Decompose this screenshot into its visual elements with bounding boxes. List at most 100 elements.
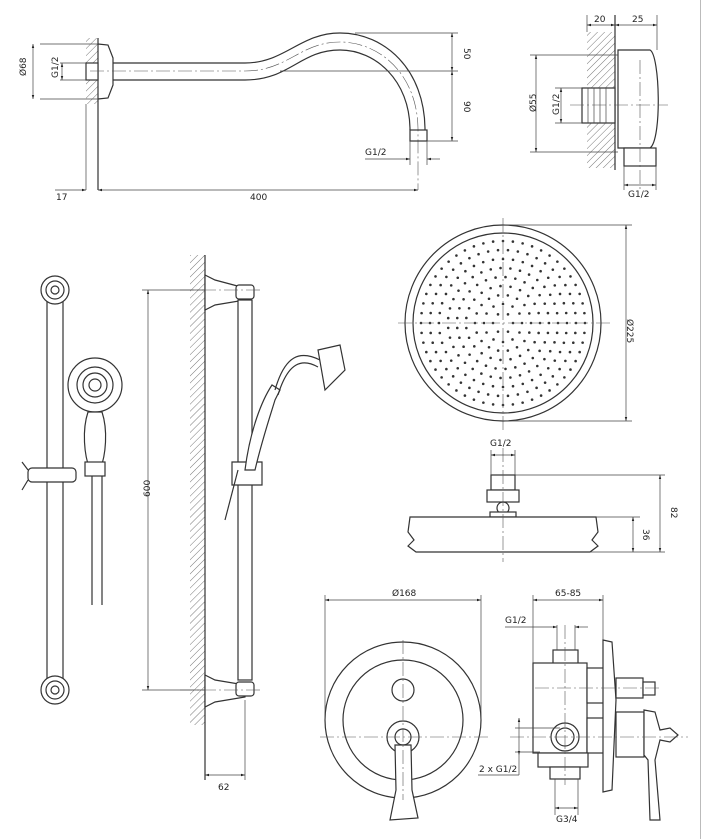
nozzle-dot: [516, 250, 520, 253]
arm-rise-label: 50: [461, 48, 471, 60]
arm-wall-thread-label: G1/2: [51, 57, 61, 78]
nozzle-dot: [491, 403, 495, 406]
nozzle-dot: [462, 297, 465, 301]
mixer-top-thread-label: G1/2: [505, 616, 526, 626]
nozzle-dot: [468, 290, 471, 293]
nozzle-dot: [472, 298, 476, 301]
nozzle-dot: [535, 256, 538, 260]
nozzle-dot: [440, 376, 443, 379]
nozzle-dot: [463, 281, 467, 285]
nozzle-dot: [526, 390, 529, 394]
nozzle-dot: [526, 252, 529, 256]
nozzle-dot: [581, 302, 584, 305]
nozzle-dot: [518, 354, 522, 358]
nozzle-dot: [444, 350, 448, 354]
nozzle-dot: [434, 368, 437, 371]
nozzle-dot: [438, 331, 442, 335]
nozzle-dot: [509, 357, 512, 361]
nozzle-dot: [531, 286, 535, 290]
nozzle-dot: [523, 303, 526, 307]
nozzle-dot: [509, 267, 512, 270]
nozzle-dot: [456, 276, 460, 280]
arm-outlet-thread-label: G1/2: [365, 148, 386, 158]
nozzle-dot: [484, 364, 488, 368]
nozzle-dot: [451, 375, 455, 378]
elbow-body-depth-label: 25: [632, 15, 643, 25]
nozzle-dot: [499, 358, 502, 362]
nozzle-dot: [481, 260, 485, 264]
nozzle-dot: [564, 331, 568, 335]
nozzle-dot: [568, 292, 572, 296]
nozzle-dot: [569, 368, 572, 371]
nozzle-dot: [449, 284, 453, 287]
nozzle-dot: [558, 367, 561, 371]
nozzle-dot: [468, 386, 471, 390]
nozzle-dot: [523, 339, 526, 343]
mixer-side-threads-label: 2 x G1/2: [479, 765, 517, 775]
nozzle-dot: [492, 338, 495, 341]
nozzle-dot: [530, 264, 534, 268]
mixer-install-depth-label: 65-85: [555, 589, 581, 599]
mixer-bottom-thread-label: G3/4: [556, 815, 578, 825]
nozzle-dot: [518, 312, 521, 315]
nozzle-dot: [440, 267, 443, 270]
nozzle-dot: [551, 375, 555, 378]
nozzle-dot: [562, 301, 566, 305]
rail-projection-label: 62: [218, 783, 229, 793]
nozzle-dot: [431, 341, 435, 344]
nozzle-dot: [539, 394, 543, 397]
nozzle-dot: [521, 401, 524, 404]
nozzle-dot: [482, 242, 485, 245]
nozzle-dot: [553, 359, 557, 362]
nozzle-dot: [551, 268, 555, 271]
nozzle-dot: [480, 303, 483, 307]
nozzle-dot: [420, 311, 423, 315]
nozzle-dot: [543, 381, 547, 384]
nozzle-dot: [489, 286, 492, 290]
nozzle-dot: [496, 294, 500, 297]
nozzle-dot: [543, 262, 547, 265]
nozzle-dot: [530, 245, 534, 248]
arm-drop-label: 90: [461, 101, 471, 113]
nozzle-dot: [518, 374, 522, 377]
nozzle-dot: [511, 305, 514, 308]
nozzle-dot: [462, 345, 465, 349]
nozzle-dot: [464, 269, 467, 273]
nozzle-dot: [543, 341, 547, 344]
nozzle-dot: [429, 283, 432, 287]
nozzle-dot: [447, 260, 450, 263]
nozzle-dot: [574, 283, 577, 287]
nozzle-dot: [548, 254, 551, 257]
nozzle-dot: [509, 376, 512, 379]
nozzle-dot: [528, 312, 531, 315]
nozzle-dot: [548, 349, 552, 353]
nozzle-dot: [422, 341, 425, 344]
nozzle-dot: [568, 350, 572, 354]
nozzle-dot: [484, 278, 488, 282]
nozzle-dot: [458, 336, 461, 339]
nozzle-dot: [533, 340, 536, 344]
nozzle-dots: [419, 239, 587, 407]
nozzle-dot: [467, 306, 471, 310]
nozzle-dot: [538, 349, 541, 353]
nozzle-dot: [420, 331, 423, 335]
nozzle-dot: [514, 366, 517, 369]
nozzle-dot: [472, 345, 476, 348]
nozzle-dot: [530, 398, 534, 401]
nozzle-dot: [491, 240, 495, 243]
elbow-diameter-label: Ø55: [528, 93, 539, 112]
nozzle-dot: [511, 240, 515, 243]
nozzle-dot: [528, 331, 531, 334]
nozzle-dot: [489, 356, 492, 360]
nozzle-dot: [471, 275, 475, 279]
nozzle-dot: [546, 366, 550, 370]
nozzle-dot: [496, 330, 500, 333]
nozzle-dot: [499, 284, 502, 288]
nozzle-dot: [504, 275, 507, 279]
nozzle-dot: [521, 382, 525, 386]
nozzle-dot: [556, 260, 559, 263]
nozzle-dot: [440, 301, 444, 305]
nozzle-dot: [506, 248, 510, 252]
nozzle-dot: [555, 331, 559, 335]
overhead-diameter-label: Ø225: [624, 319, 635, 343]
